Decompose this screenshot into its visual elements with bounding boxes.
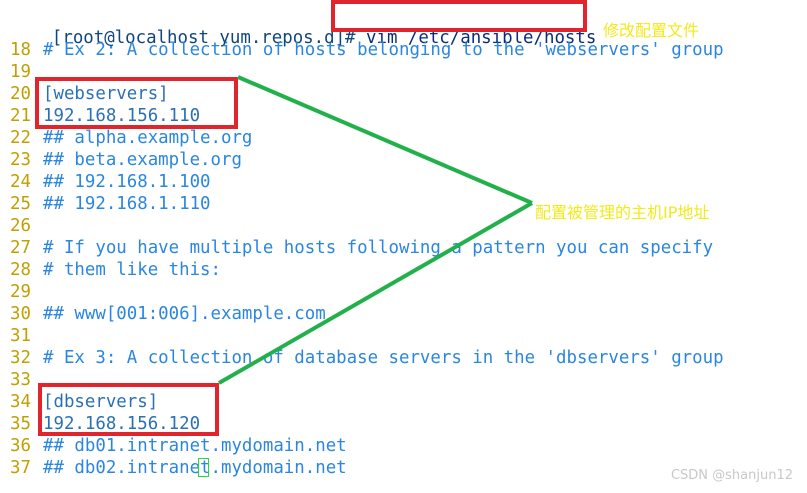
line-number: 27 — [10, 238, 31, 258]
editor-line[interactable]: 24 ## 192.168.1.100 — [10, 171, 724, 193]
line-number: 24 — [10, 172, 31, 192]
editor-line[interactable]: 35 192.168.156.120 — [10, 413, 724, 435]
line-number: 37 — [10, 458, 31, 478]
line-number: 22 — [10, 128, 31, 148]
line-number: 20 — [10, 84, 31, 104]
line-number: 32 — [10, 348, 31, 368]
line-number: 34 — [10, 392, 31, 412]
webservers-highlight-box — [35, 77, 238, 129]
line-number: 31 — [10, 326, 31, 346]
editor-line[interactable]: 19 — [10, 61, 724, 83]
line-text: # Ex 2: A collection of hosts belonging … — [43, 40, 724, 60]
command-highlight-box — [331, 0, 587, 32]
line-text: ## db01.intranet.mydomain.net — [43, 436, 347, 456]
line-text: ## 192.168.1.110 — [43, 194, 211, 214]
watermark: CSDN @shanjun12 — [670, 468, 793, 483]
editor-line[interactable]: 20 [webservers] — [10, 83, 724, 105]
line-number: 35 — [10, 414, 31, 434]
line-number: 18 — [10, 40, 31, 60]
annotation-edit-config: 修改配置文件 — [603, 21, 700, 40]
line-text: ## db02.intranet.mydomain.net — [43, 458, 347, 478]
editor-line[interactable]: 34 [dbservers] — [10, 391, 724, 413]
line-text: # Ex 3: A collection of database servers… — [43, 348, 724, 368]
editor-line[interactable]: 31 — [10, 325, 724, 347]
editor-line[interactable]: 22 ## alpha.example.org — [10, 127, 724, 149]
line-text: 192.168.156.120 — [43, 414, 201, 434]
editor-line[interactable]: 36 ## db01.intranet.mydomain.net — [10, 435, 724, 457]
line-number: 28 — [10, 260, 31, 280]
dbservers-highlight-box — [38, 383, 219, 436]
annotation-managed-hosts: 配置被管理的主机IP地址 — [535, 203, 710, 222]
editor-line[interactable]: 37 ## db02.intranet.mydomain.net — [10, 457, 724, 479]
editor-line[interactable]: 18 # Ex 2: A collection of hosts belongin… — [10, 39, 724, 61]
editor-line[interactable]: 29 — [10, 281, 724, 303]
editor-line[interactable]: 23 ## beta.example.org — [10, 149, 724, 171]
line-number: 23 — [10, 150, 31, 170]
line-text: # If you have multiple hosts following a… — [43, 238, 714, 258]
editor-line[interactable]: 30 ## www[001:006].example.com — [10, 303, 724, 325]
command-text: vim /etc/ansible/hosts — [366, 28, 597, 48]
prompt-text: [root@localhost yum.repos.d]# — [51, 28, 366, 48]
line-text: # them like this: — [43, 260, 221, 280]
line-number: 30 — [10, 304, 31, 324]
line-text: ## 192.168.1.100 — [43, 172, 211, 192]
line-number: 36 — [10, 436, 31, 456]
line-number: 21 — [10, 106, 31, 126]
line-number: 19 — [10, 62, 31, 82]
shell-prompt: [root@localhost yum.repos.d]# vim /etc/a… — [10, 5, 596, 48]
editor-line[interactable]: 27 # If you have multiple hosts following… — [10, 237, 724, 259]
line-text: ## alpha.example.org — [43, 128, 253, 148]
editor-line[interactable]: 25 ## 192.168.1.110 — [10, 193, 724, 215]
editor-line[interactable]: 33 — [10, 369, 724, 391]
line-number: 26 — [10, 216, 31, 236]
line-text: ## beta.example.org — [43, 150, 242, 170]
line-number: 33 — [10, 370, 31, 390]
editor-line[interactable]: 21 192.168.156.110 — [10, 105, 724, 127]
line-text: ## www[001:006].example.com — [43, 304, 326, 324]
editor-line[interactable]: 26 — [10, 215, 724, 237]
line-text: [webservers] — [43, 84, 169, 104]
line-number: 29 — [10, 282, 31, 302]
editor-line[interactable]: 28 # them like this: — [10, 259, 724, 281]
line-number: 25 — [10, 194, 31, 214]
line-text: 192.168.156.110 — [43, 106, 201, 126]
editor-line[interactable]: 32 # Ex 3: A collection of database serve… — [10, 347, 724, 369]
text-cursor — [198, 458, 209, 477]
line-text: [dbservers] — [43, 392, 159, 412]
